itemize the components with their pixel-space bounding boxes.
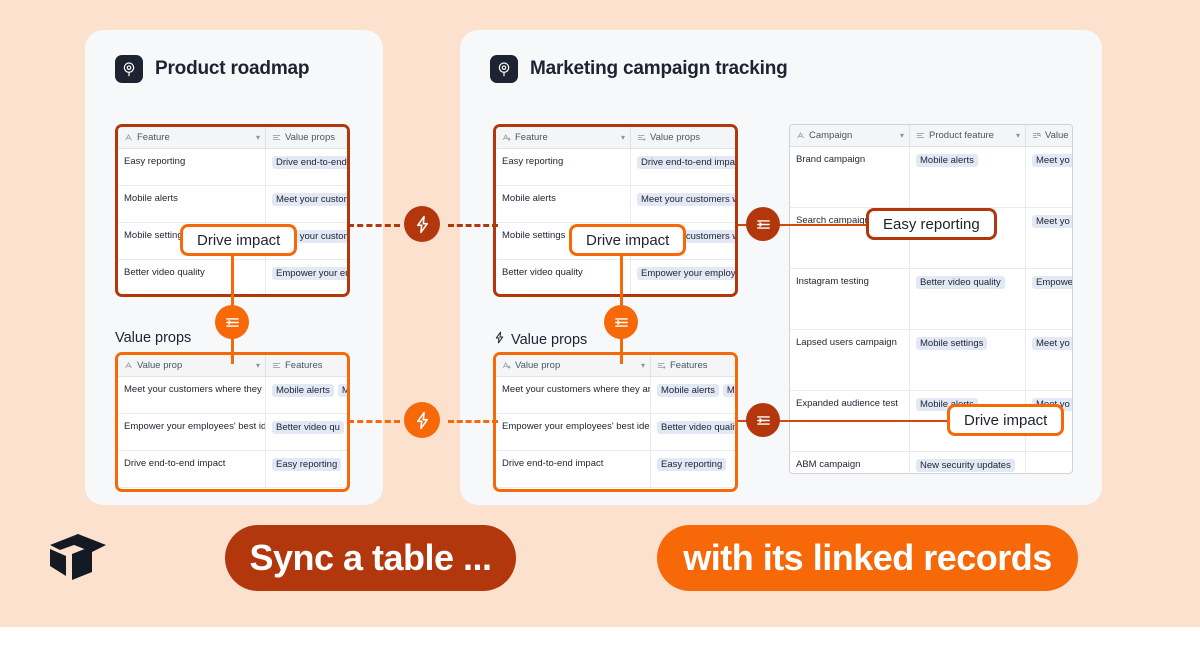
left-valueprops-label-text: Value props bbox=[115, 330, 192, 346]
sync-connector-top-right bbox=[448, 224, 498, 227]
sync-connector-bottom-left bbox=[348, 420, 400, 423]
table-header-row: Value prop ▾ Features bbox=[118, 355, 347, 377]
table-row[interactable]: Easy reporting Drive end-to-end impact bbox=[496, 149, 735, 186]
chevron-down-icon[interactable]: ▾ bbox=[255, 132, 260, 142]
chevron-down-icon[interactable]: ▾ bbox=[255, 360, 260, 370]
callout-stem-right bbox=[620, 252, 623, 307]
table-row[interactable]: Meet your customers where they are Mobil… bbox=[496, 377, 735, 414]
table-row[interactable]: Easy reporting Drive end-to-end imp bbox=[118, 149, 347, 186]
column-header-feature[interactable]: Feature ▾ bbox=[118, 127, 266, 148]
left-panel-header: Product roadmap bbox=[115, 55, 310, 83]
table-row[interactable]: Mobile alerts Meet your customers whe bbox=[496, 186, 735, 223]
callout-left-drive-impact: Drive impact bbox=[180, 224, 298, 256]
column-header-feature[interactable]: Feature ▾ bbox=[496, 127, 631, 148]
column-header-features[interactable]: Features bbox=[266, 355, 347, 376]
linked-cell[interactable]: New security updates bbox=[910, 452, 1026, 473]
base-pin-icon bbox=[490, 55, 518, 83]
base-pin-icon bbox=[115, 55, 143, 83]
sync-bolt-icon bbox=[493, 330, 506, 349]
callout-campaigns-drive-impact: Drive impact bbox=[947, 404, 1065, 436]
pill-sync-a-table: Sync a table ... bbox=[225, 525, 516, 591]
page-title: Marketing campaign tracking bbox=[530, 58, 788, 79]
right-valueprops-label-text: Value props bbox=[511, 331, 588, 348]
linked-cell[interactable]: Empower your employees bbox=[631, 260, 735, 294]
table-row[interactable]: Lapsed users campaign Mobile settings Me… bbox=[790, 330, 1072, 391]
column-header-value-prop[interactable]: Value prop ▾ bbox=[496, 355, 651, 376]
chevron-down-icon[interactable]: ▾ bbox=[1015, 130, 1020, 140]
column-header-value-props[interactable]: Value props bbox=[266, 127, 347, 148]
callout-campaigns-easy-reporting: Easy reporting bbox=[866, 208, 997, 240]
column-header-value[interactable]: Value bbox=[1026, 125, 1072, 146]
linked-cell[interactable]: Mobile alerts bbox=[910, 147, 1026, 207]
link-line-features-to-campaigns-2 bbox=[780, 224, 890, 226]
column-header-product-feature[interactable]: Product feature ▾ bbox=[910, 125, 1026, 146]
table-row[interactable]: Drive end-to-end impact Easy reporting bbox=[118, 451, 347, 488]
right-valueprops-label: Value props bbox=[493, 330, 587, 349]
table-row[interactable]: Empower your employees' best ideas Bette… bbox=[118, 414, 347, 451]
table-row[interactable]: Empower your employees' best ideas Bette… bbox=[496, 414, 735, 451]
linked-cell[interactable]: Easy reporting bbox=[651, 451, 735, 487]
airtable-cube-logo bbox=[48, 532, 110, 584]
linked-cell[interactable]: Drive end-to-end imp bbox=[266, 149, 347, 185]
lookup-cell bbox=[1026, 452, 1072, 473]
column-header-campaign[interactable]: Campaign ▾ bbox=[790, 125, 910, 146]
table-row[interactable]: Better video quality Empower your employ… bbox=[496, 260, 735, 294]
lightning-bolt-badge-bottom bbox=[404, 402, 440, 438]
table-header-row: Campaign ▾ Product feature ▾ Value bbox=[790, 125, 1072, 147]
table-row[interactable]: Meet your customers where they are Mobil… bbox=[118, 377, 347, 414]
chevron-down-icon[interactable]: ▾ bbox=[899, 130, 904, 140]
column-header-features[interactable]: Features bbox=[651, 355, 735, 376]
column-header-value-prop[interactable]: Value prop ▾ bbox=[118, 355, 266, 376]
pill-with-its-linked-records: with its linked records bbox=[657, 525, 1078, 591]
linked-record-badge-valueprops bbox=[746, 403, 780, 437]
table-row[interactable]: Brand campaign Mobile alerts Meet yo bbox=[790, 147, 1072, 208]
sync-connector-top-left bbox=[348, 224, 400, 227]
left-valueprops-label: Value props bbox=[115, 330, 191, 346]
lookup-cell: Meet yo bbox=[1026, 147, 1072, 207]
linked-cell[interactable]: Better video quality bbox=[910, 269, 1026, 329]
table-row[interactable]: Instagram testing Better video quality E… bbox=[790, 269, 1072, 330]
table-header-row: Value prop ▾ Features bbox=[496, 355, 735, 377]
table-row[interactable]: ABM campaign New security updates bbox=[790, 452, 1072, 473]
table-header-row: Feature ▾ Value props bbox=[496, 127, 735, 149]
lookup-cell: Meet yo bbox=[1026, 208, 1072, 268]
linked-record-badge-right bbox=[604, 305, 638, 339]
callout-right-drive-impact: Drive impact bbox=[569, 224, 687, 256]
left-valueprops-grid[interactable]: Value prop ▾ Features Meet your customer… bbox=[115, 352, 350, 492]
chevron-down-icon[interactable]: ▾ bbox=[640, 360, 645, 370]
linked-record-badge-left bbox=[215, 305, 249, 339]
lightning-bolt-badge-top bbox=[404, 206, 440, 242]
chevron-down-icon[interactable]: ▾ bbox=[620, 132, 625, 142]
linked-cell[interactable]: Better video qu bbox=[266, 414, 347, 450]
sync-connector-bottom-right bbox=[448, 420, 498, 423]
link-line-valueprops-to-campaigns-2 bbox=[780, 420, 960, 422]
linked-cell[interactable]: Easy reporting bbox=[266, 451, 347, 487]
bottom-white-strip bbox=[0, 627, 1200, 670]
right-features-grid[interactable]: Feature ▾ Value props Easy reporting Dri… bbox=[493, 124, 738, 297]
table-row[interactable]: Drive end-to-end impact Easy reporting bbox=[496, 451, 735, 488]
linked-cell[interactable]: Meet your customers whe bbox=[631, 186, 735, 222]
linked-cell[interactable]: Mobile settings bbox=[910, 330, 1026, 390]
table-row[interactable]: Better video quality Empower your employ bbox=[118, 260, 347, 294]
linked-record-badge-features bbox=[746, 207, 780, 241]
linked-cell[interactable]: Empower your employ bbox=[266, 260, 347, 294]
link-line-left-vertical-2 bbox=[231, 338, 234, 364]
link-line-right-vertical-2 bbox=[620, 338, 623, 364]
linked-cell[interactable]: Drive end-to-end impact bbox=[631, 149, 735, 185]
right-panel-header: Marketing campaign tracking bbox=[490, 55, 788, 83]
product-roadmap-panel: Product roadmap Features Feature ▾ Value… bbox=[85, 30, 383, 505]
page-title: Product roadmap bbox=[155, 58, 310, 79]
column-header-value-props[interactable]: Value props bbox=[631, 127, 735, 148]
right-valueprops-grid[interactable]: Value prop ▾ Features Meet your customer… bbox=[493, 352, 738, 492]
callout-stem-left bbox=[231, 252, 234, 307]
linked-cell[interactable]: Mobile alertsMobil bbox=[651, 377, 735, 413]
table-header-row: Feature ▾ Value props bbox=[118, 127, 347, 149]
lookup-cell: Empowe bbox=[1026, 269, 1072, 329]
linked-cell[interactable]: Meet your customers bbox=[266, 186, 347, 222]
table-row[interactable]: Mobile alerts Meet your customers bbox=[118, 186, 347, 223]
linked-cell[interactable]: Better video quality bbox=[651, 414, 735, 450]
lookup-cell: Meet yo bbox=[1026, 330, 1072, 390]
